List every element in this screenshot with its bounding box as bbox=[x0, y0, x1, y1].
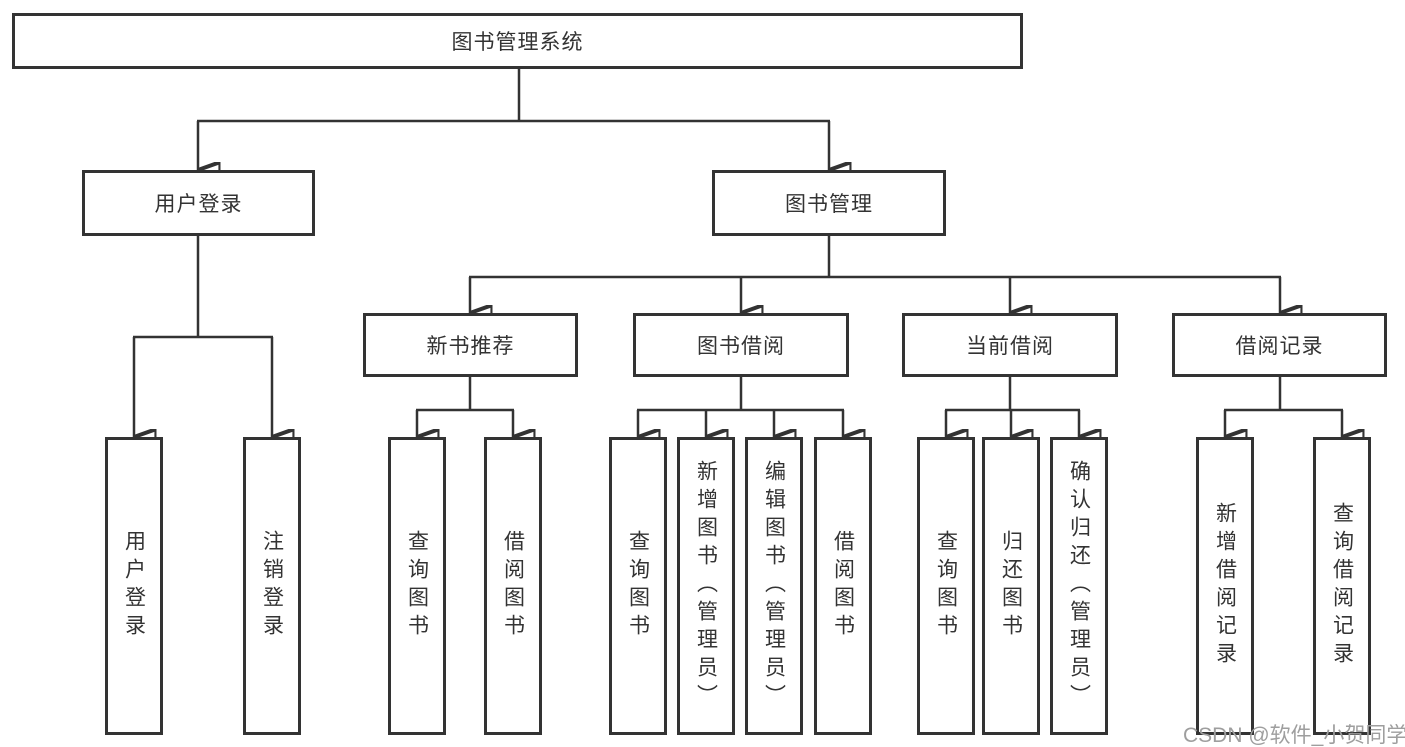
node-root: 图书管理系统 bbox=[12, 13, 1023, 69]
leaf-borrow-book: 借阅图书 bbox=[814, 437, 872, 735]
leaf-return-book: 归还图书 bbox=[982, 437, 1040, 735]
csdn-watermark: CSDN @软件_小贺同学 bbox=[1183, 724, 1405, 747]
node-book-management: 图书管理 bbox=[712, 170, 946, 236]
leaf-query-borrow-record-label: 查询借阅记录 bbox=[1330, 502, 1354, 670]
leaf-current-query-book-label: 查询图书 bbox=[934, 530, 958, 642]
leaf-recommend-borrow-book: 借阅图书 bbox=[484, 437, 542, 735]
leaf-confirm-return-admin-label: 确认归还（管理员） bbox=[1067, 460, 1091, 712]
leaf-user-login-label: 用户登录 bbox=[122, 530, 146, 642]
leaf-add-book-admin-label: 新增图书（管理员） bbox=[694, 460, 718, 712]
node-user-login: 用户登录 bbox=[82, 170, 315, 236]
node-current-borrow: 当前借阅 bbox=[902, 313, 1118, 377]
leaf-borrow-query-book: 查询图书 bbox=[609, 437, 667, 735]
node-book-borrow: 图书借阅 bbox=[633, 313, 849, 377]
node-borrow-records-label: 借阅记录 bbox=[1235, 335, 1324, 358]
node-root-label: 图书管理系统 bbox=[451, 31, 584, 54]
leaf-return-book-label: 归还图书 bbox=[999, 530, 1023, 642]
node-user-login-label: 用户登录 bbox=[154, 193, 243, 216]
leaf-confirm-return-admin: 确认归还（管理员） bbox=[1050, 437, 1108, 735]
leaf-borrow-query-book-label: 查询图书 bbox=[626, 530, 650, 642]
node-new-book-recommend: 新书推荐 bbox=[363, 313, 578, 377]
node-current-borrow-label: 当前借阅 bbox=[966, 335, 1054, 358]
leaf-add-book-admin: 新增图书（管理员） bbox=[677, 437, 735, 735]
leaf-add-borrow-record-label: 新增借阅记录 bbox=[1213, 502, 1237, 670]
leaf-logout: 注销登录 bbox=[243, 437, 301, 735]
leaf-borrow-book-label: 借阅图书 bbox=[831, 530, 855, 642]
leaf-recommend-query-book-label: 查询图书 bbox=[405, 530, 429, 642]
leaf-logout-label: 注销登录 bbox=[260, 530, 284, 642]
leaf-add-borrow-record: 新增借阅记录 bbox=[1196, 437, 1254, 735]
leaf-edit-book-admin: 编辑图书（管理员） bbox=[745, 437, 803, 735]
leaf-current-query-book: 查询图书 bbox=[917, 437, 975, 735]
node-new-book-recommend-label: 新书推荐 bbox=[426, 335, 515, 358]
leaf-user-login: 用户登录 bbox=[105, 437, 163, 735]
leaf-edit-book-admin-label: 编辑图书（管理员） bbox=[762, 460, 786, 712]
leaf-query-borrow-record: 查询借阅记录 bbox=[1313, 437, 1371, 735]
leaf-recommend-query-book: 查询图书 bbox=[388, 437, 446, 735]
node-book-management-label: 图书管理 bbox=[785, 193, 873, 216]
leaf-recommend-borrow-book-label: 借阅图书 bbox=[501, 530, 525, 642]
node-book-borrow-label: 图书借阅 bbox=[697, 335, 785, 358]
node-borrow-records: 借阅记录 bbox=[1172, 313, 1387, 377]
